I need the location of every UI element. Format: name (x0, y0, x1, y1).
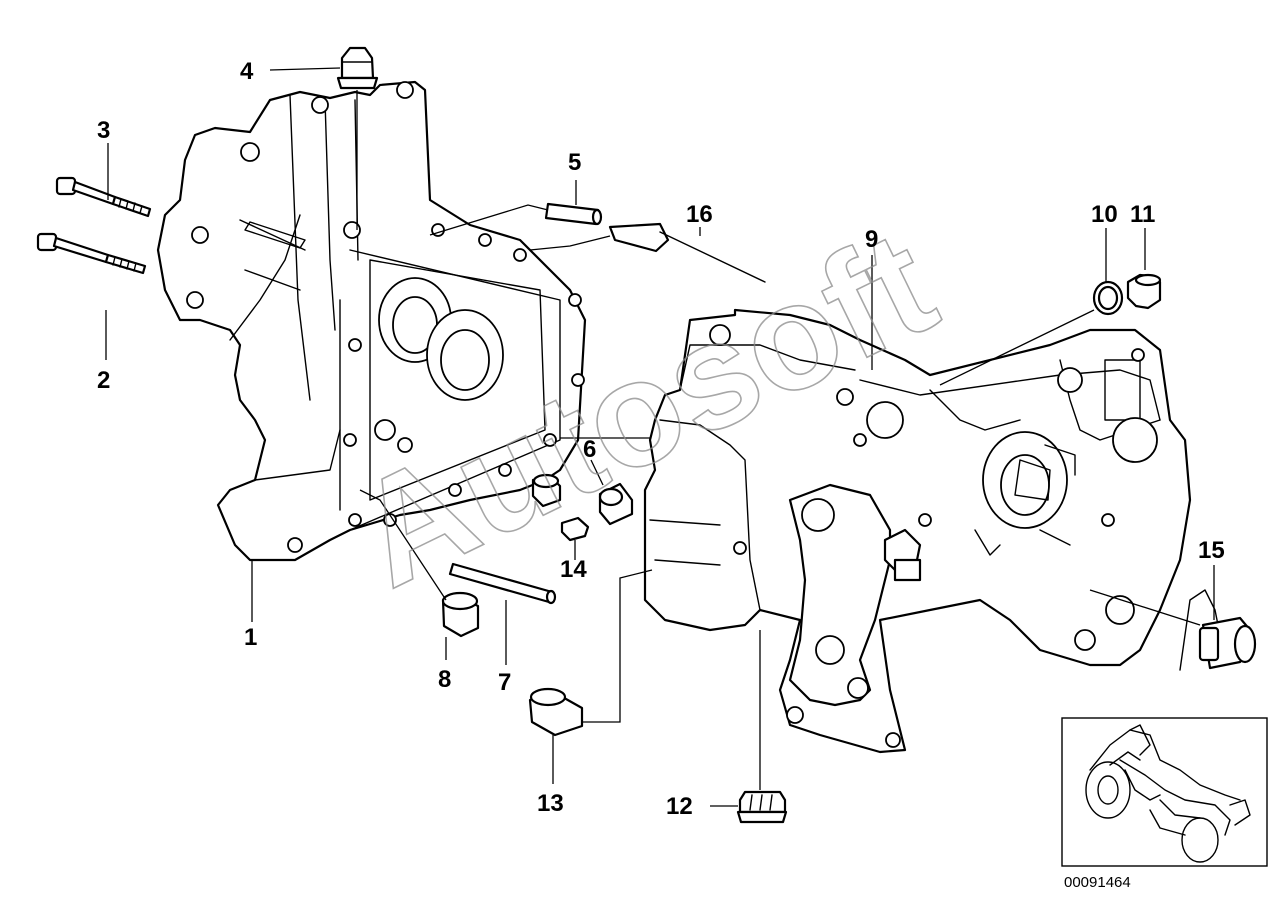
label-11: 11 (1130, 201, 1155, 228)
label-13: 13 (537, 790, 564, 817)
motorcycle-thumbnail (1061, 717, 1268, 867)
label-16: 16 (686, 201, 713, 228)
plug-11 (1126, 273, 1162, 310)
label-14: 14 (560, 556, 587, 583)
plug-12 (736, 790, 788, 824)
label-4: 4 (240, 58, 254, 85)
callout-labels: 1 2 3 4 5 6 7 8 9 10 11 12 13 14 15 16 (97, 58, 1225, 820)
label-8: 8 (438, 666, 451, 693)
label-3: 3 (97, 117, 110, 144)
label-1: 1 (244, 624, 257, 651)
label-6: 6 (583, 436, 596, 463)
label-5: 5 (568, 149, 581, 176)
bolt-3 (55, 176, 152, 218)
label-9: 9 (865, 226, 878, 253)
left-housing (156, 80, 587, 562)
sensor-16 (608, 222, 766, 283)
bolt-2 (36, 232, 147, 275)
sensor-15 (1179, 589, 1257, 671)
pin-5 (544, 202, 603, 226)
label-15: 15 (1198, 537, 1225, 564)
bushing-8 (441, 591, 480, 638)
label-12: 12 (666, 793, 693, 820)
sleeve-small (531, 473, 562, 508)
right-housing (643, 308, 1192, 754)
label-10: 10 (1091, 201, 1118, 228)
cap-4 (336, 46, 379, 90)
label-2: 2 (97, 367, 110, 394)
pin-7 (448, 562, 557, 605)
leader-lines (105, 67, 1215, 807)
label-7: 7 (498, 669, 511, 696)
bushing-13 (528, 687, 584, 737)
seal-ring-10 (1092, 280, 1124, 316)
image-code: 00091464 (1064, 874, 1131, 891)
dowel-14 (560, 516, 590, 542)
sleeve-6 (598, 482, 634, 526)
